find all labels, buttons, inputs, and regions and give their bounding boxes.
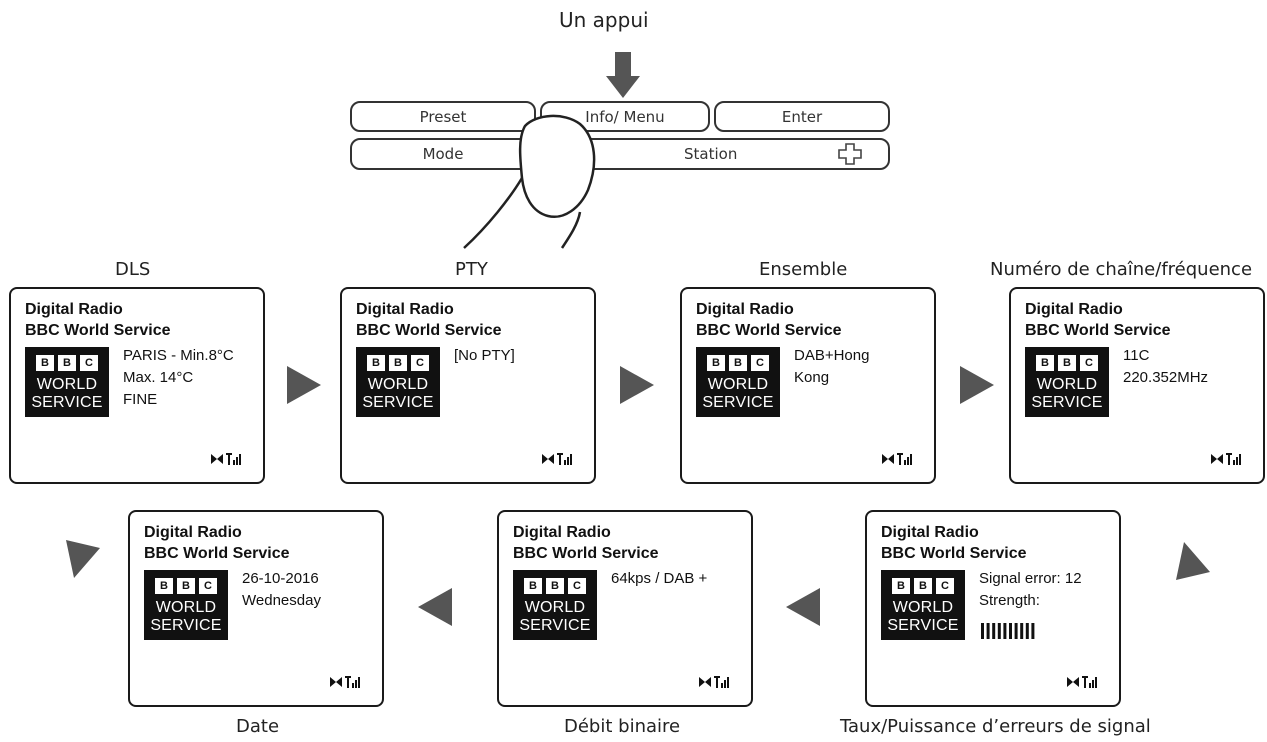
screen-info-line: Max. 14°C (123, 369, 194, 386)
caption-date: Date (236, 716, 280, 737)
arrow-left-icon (418, 588, 452, 626)
signal-icon (330, 676, 360, 688)
screen-source: Digital Radio (356, 301, 454, 318)
screen-signal-error: Digital Radio BBC World Service B B C WO… (865, 510, 1121, 707)
screen-info-line: 11C (1123, 347, 1150, 364)
strength-segment (1020, 623, 1024, 639)
signal-strength-bar (981, 623, 1035, 639)
mode-label: Mode (422, 145, 464, 163)
signal-icon (1067, 676, 1097, 688)
screen-bitrate: Digital Radio BBC World Service B B C WO… (497, 510, 753, 707)
header-title: Un appui (559, 8, 649, 32)
bbc-world-service-logo: B B C WORLD SERVICE (356, 347, 440, 417)
plus-icon[interactable] (838, 143, 862, 165)
screen-source: Digital Radio (696, 301, 794, 318)
screen-info-line: FINE (123, 391, 158, 408)
signal-icon (542, 453, 572, 465)
strength-segment (992, 623, 996, 639)
screen-station: BBC World Service (356, 322, 502, 339)
screen-frequency: Digital Radio BBC World Service B B C WO… (1009, 287, 1265, 484)
press-arrow-icon (606, 52, 640, 98)
enter-label: Enter (781, 107, 823, 126)
screen-info-line: Signal error: 12 (979, 570, 1082, 587)
screen-station: BBC World Service (1025, 322, 1171, 339)
caption-pty: PTY (455, 259, 488, 280)
screen-info-line: PARIS - Min.8°C (123, 347, 234, 364)
caption-bitrate: Débit binaire (564, 716, 681, 737)
bbc-world-service-logo: B B C WORLD SERVICE (696, 347, 780, 417)
screen-source: Digital Radio (25, 301, 123, 318)
screen-station: BBC World Service (144, 545, 290, 562)
screen-info-line: Strength: (979, 592, 1040, 609)
screen-info-line: Wednesday (242, 592, 321, 609)
enter-button[interactable]: Enter (714, 101, 890, 132)
strength-segment (1003, 623, 1007, 639)
info-menu-label: Info/ Menu (585, 107, 665, 126)
bbc-world-service-logo: B B C WORLD SERVICE (25, 347, 109, 417)
screen-info-line: 220.352MHz (1123, 369, 1209, 386)
preset-label: Preset (419, 107, 467, 126)
screen-dls: Digital Radio BBC World Service B B C WO… (9, 287, 265, 484)
caption-dls: DLS (115, 259, 151, 280)
screen-source: Digital Radio (513, 524, 611, 541)
screen-pty: Digital Radio BBC World Service B B C WO… (340, 287, 596, 484)
screen-info-line: Kong (794, 369, 830, 386)
strength-segment (1009, 623, 1012, 639)
caption-signal-error: Taux/Puissance d’erreurs de signal (840, 716, 1151, 737)
arrow-down-right-icon (1176, 542, 1210, 580)
screen-date: Digital Radio BBC World Service B B C WO… (128, 510, 384, 707)
screen-station: BBC World Service (696, 322, 842, 339)
arrow-right-icon (287, 366, 321, 404)
screen-source: Digital Radio (881, 524, 979, 541)
screen-info-line: [No PTY] (454, 347, 515, 364)
station-button[interactable]: Station (540, 138, 890, 170)
strength-segment (986, 623, 990, 639)
screen-station: BBC World Service (513, 545, 659, 562)
screen-source: Digital Radio (144, 524, 242, 541)
arrow-left-icon (786, 588, 820, 626)
signal-icon (699, 676, 729, 688)
caption-ensemble: Ensemble (759, 259, 848, 280)
screen-source: Digital Radio (1025, 301, 1123, 318)
screen-info-line: DAB+Hong (794, 347, 870, 364)
screen-info-line: 26-10-2016 (242, 570, 319, 587)
strength-segment (997, 623, 1001, 639)
strength-segment (1025, 623, 1029, 639)
signal-icon (882, 453, 912, 465)
strength-segment (981, 623, 984, 639)
arrow-right-icon (620, 366, 654, 404)
bbc-world-service-logo: B B C WORLD SERVICE (881, 570, 965, 640)
screen-station: BBC World Service (25, 322, 171, 339)
arrow-right-icon (960, 366, 994, 404)
screen-ensemble: Digital Radio BBC World Service B B C WO… (680, 287, 936, 484)
screen-info-line: 64kps / DAB + (611, 570, 708, 587)
signal-icon (1211, 453, 1241, 465)
bbc-world-service-logo: B B C WORLD SERVICE (144, 570, 228, 640)
strength-segment (1031, 623, 1035, 639)
finger-icon (463, 114, 596, 249)
strength-segment (1014, 623, 1018, 639)
preset-button[interactable]: Preset (350, 101, 536, 132)
station-label: Station (684, 145, 738, 163)
caption-frequency: Numéro de chaîne/fréquence (990, 259, 1253, 280)
screen-station: BBC World Service (881, 545, 1027, 562)
arrow-up-left-icon (66, 540, 100, 578)
signal-icon (211, 453, 241, 465)
mode-button[interactable]: Mode (350, 138, 536, 170)
bbc-world-service-logo: B B C WORLD SERVICE (513, 570, 597, 640)
bbc-world-service-logo: B B C WORLD SERVICE (1025, 347, 1109, 417)
